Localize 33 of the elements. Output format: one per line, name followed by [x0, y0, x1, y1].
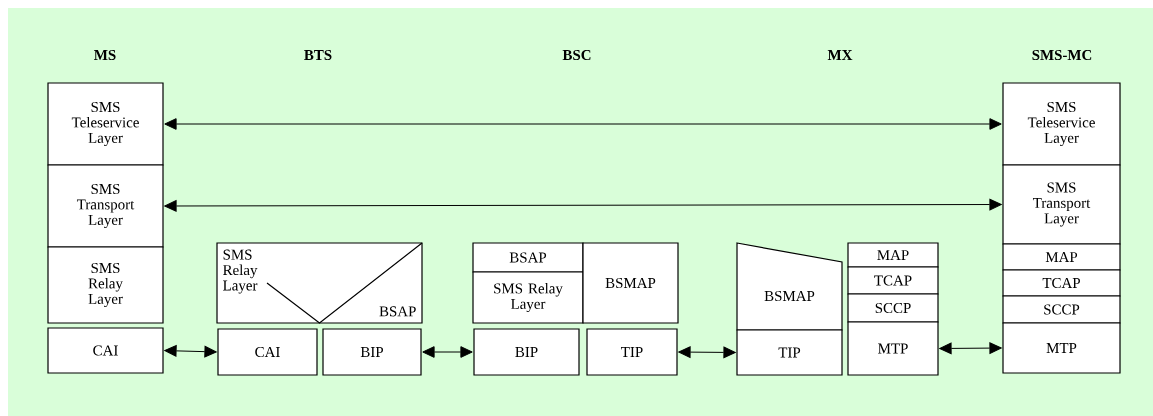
column-heading: SMS-MC	[1032, 50, 1092, 60]
layer-box: CAI	[217, 328, 318, 376]
layer-box: CAI	[47, 327, 164, 374]
layer-box: MAP	[1002, 243, 1121, 271]
double-arrow	[939, 342, 1002, 355]
layer-box: TIP	[736, 329, 843, 376]
layer-box: SMS Transport Layer	[47, 164, 164, 248]
column-heading: BTS	[304, 50, 332, 60]
layer-box: MTP	[847, 321, 939, 376]
layer-box: MAP	[847, 242, 939, 268]
layer-box: SMS Relay Layer BSAP	[216, 242, 423, 324]
layer-box: TCAP	[1002, 269, 1121, 297]
layer-box: SMS Teleservice Layer	[47, 82, 164, 166]
layer-box: SMS Relay Layer	[472, 271, 584, 324]
double-arrow	[164, 198, 1002, 212]
double-arrow	[164, 345, 217, 358]
column-heading: MS	[94, 50, 116, 60]
layer-box: BSAP	[472, 242, 584, 273]
layer-box: TCAP	[847, 266, 939, 295]
layer-box: SCCP	[847, 293, 939, 323]
layer-box: MTP	[1002, 322, 1121, 374]
layer-box: BIP	[322, 328, 422, 376]
layer-box: SMS Teleservice Layer	[1002, 82, 1121, 166]
column-heading: MX	[827, 50, 853, 60]
double-arrow	[678, 346, 736, 359]
layer-box: SMS Relay Layer	[47, 246, 164, 324]
layer-box: TIP	[586, 328, 678, 376]
double-arrow	[164, 118, 1002, 130]
double-arrow	[422, 346, 473, 358]
layer-box: SCCP	[1002, 295, 1121, 324]
column-heading: BSC	[562, 50, 591, 60]
layer-box: BSMAP	[582, 242, 679, 324]
layer-box: BIP	[473, 328, 580, 376]
